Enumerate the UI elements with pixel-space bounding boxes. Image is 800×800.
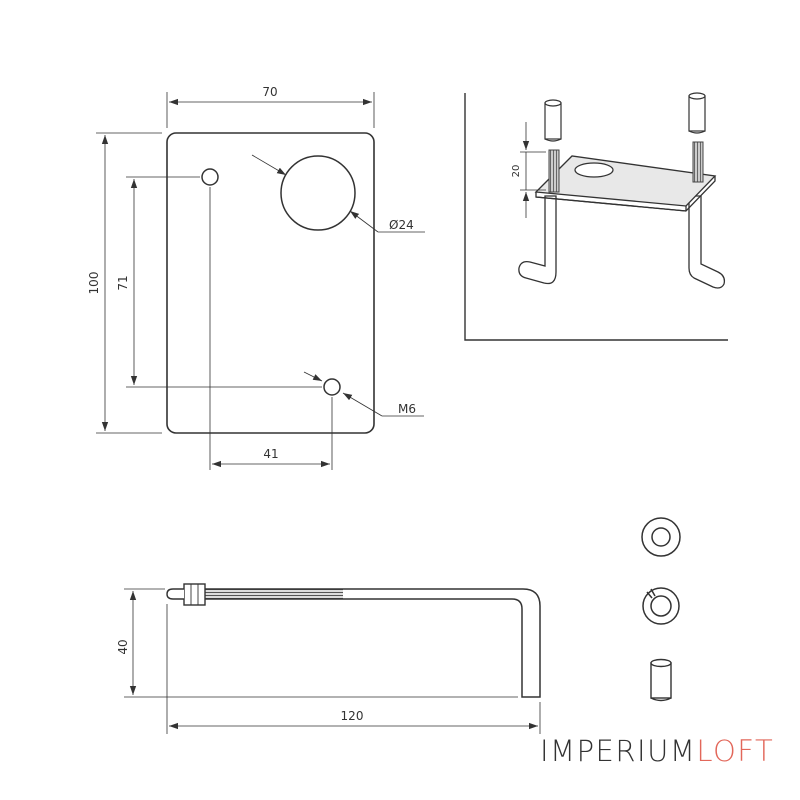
plate-height-label: 100 (87, 272, 101, 295)
iso-left-spacer (544, 99, 562, 142)
small-hole-top (201, 168, 219, 186)
mounting-surface (464, 93, 728, 341)
bolt-tip (166, 588, 184, 600)
bolt-side-view (166, 583, 541, 698)
iso-right-stud (692, 141, 704, 183)
isometric-view: 20 (464, 92, 728, 341)
dim-plate-width: 70 (166, 85, 375, 128)
flat-washer (641, 517, 681, 557)
plate-width-label: 70 (262, 85, 277, 99)
iso-plate (534, 155, 717, 207)
bolt-body (205, 588, 541, 698)
brand-logo-part2: LOFT (696, 734, 775, 768)
hole-spacing-horizontal-label: 41 (263, 447, 278, 461)
brand-logo-part1: IMPERIUM (540, 734, 697, 768)
spring-washer (642, 587, 680, 625)
dim-small-hole: M6 (303, 371, 424, 417)
hole-spacing-vertical-label: 71 (116, 275, 130, 290)
iso-left-bolt (518, 195, 557, 285)
dim-bolt-height: 40 (116, 588, 518, 698)
dim-plate-height: 100 (87, 132, 162, 434)
brand-logo: IMPERIUMLOFT (540, 734, 774, 768)
iso-left-stud (548, 149, 560, 193)
iso-right-bolt (688, 195, 726, 289)
bolt-nut (183, 583, 206, 606)
bolt-thread (205, 589, 343, 599)
large-hole (280, 155, 356, 231)
plate-front-view (166, 132, 375, 434)
dim-large-hole: Ø24 (251, 154, 425, 233)
iso-right-spacer (688, 92, 706, 134)
dim-hole-spacing-horizontal: 41 (209, 187, 333, 470)
stud-thread-length-label: 20 (511, 165, 522, 178)
spacer-sleeve (650, 658, 672, 702)
small-hole-thread-label: M6 (398, 402, 416, 416)
large-hole-diameter-label: Ø24 (389, 218, 414, 232)
small-hole-bottom (323, 378, 341, 396)
iso-large-hole (574, 162, 614, 178)
dim-stud-thread-length: 20 (511, 122, 546, 218)
bolt-height-label: 40 (116, 639, 130, 654)
dim-hole-spacing-vertical: 71 (116, 176, 322, 388)
dim-bolt-length: 120 (166, 604, 541, 734)
plate-outline (166, 132, 375, 434)
bolt-length-label: 120 (341, 709, 364, 723)
